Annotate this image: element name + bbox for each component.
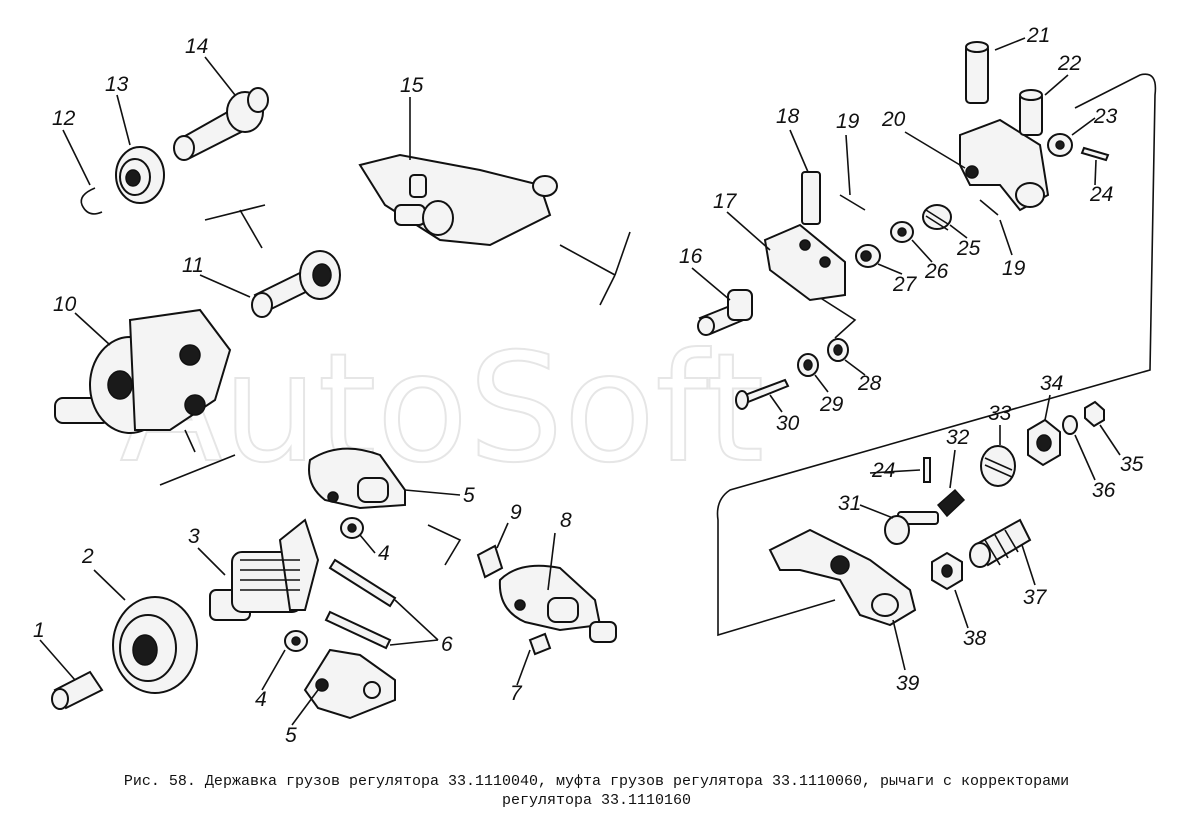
callout-label: 4 bbox=[255, 688, 267, 711]
callout-label: 5 bbox=[463, 484, 475, 507]
callout-label: 36 bbox=[1092, 479, 1116, 502]
callout-label: 19 bbox=[836, 110, 860, 133]
callout-label: 24 bbox=[1089, 183, 1113, 206]
callout-labels: 1 2 3 4 4 5 5 6 7 8 9 10 11 12 13 14 15 … bbox=[33, 24, 1144, 747]
callout-label: 19 bbox=[1002, 257, 1026, 280]
part-4-washer-a bbox=[340, 517, 364, 539]
callout-label: 2 bbox=[81, 545, 94, 568]
part-29-washer bbox=[797, 353, 819, 377]
part-25-spring bbox=[922, 204, 952, 231]
part-15-housing bbox=[358, 153, 558, 247]
part-21-pin bbox=[965, 41, 989, 104]
part-32-spring bbox=[936, 488, 966, 518]
callout-label: 5 bbox=[285, 724, 297, 747]
callout-label: 14 bbox=[185, 35, 208, 58]
callout-label: 23 bbox=[1093, 105, 1118, 128]
callout-label: 30 bbox=[776, 412, 800, 435]
part-26-cap bbox=[890, 221, 914, 243]
callout-label: 12 bbox=[52, 107, 76, 130]
callout-leaders bbox=[39, 37, 1121, 726]
part-19-cotter-pin-b bbox=[979, 199, 999, 216]
part-17-lever-bracket bbox=[763, 223, 846, 302]
callout-label: 4 bbox=[378, 542, 390, 565]
callout-label: 29 bbox=[819, 393, 844, 416]
part-24-screw-a bbox=[1080, 146, 1110, 162]
part-10-holder-assembly bbox=[54, 308, 232, 434]
callout-label: 16 bbox=[679, 245, 703, 268]
callout-label: 13 bbox=[105, 73, 129, 96]
part-2-bearing bbox=[112, 596, 198, 694]
callout-label: 9 bbox=[510, 501, 522, 524]
part-28-lock-washer bbox=[827, 338, 849, 362]
part-35-nut bbox=[1084, 400, 1105, 428]
part-34-nut bbox=[1027, 418, 1061, 467]
part-5-weight-lower bbox=[303, 648, 396, 720]
callout-label: 18 bbox=[776, 105, 800, 128]
callout-label: 6 bbox=[441, 633, 453, 656]
part-31-plunger bbox=[884, 511, 939, 545]
callout-label: 37 bbox=[1023, 586, 1048, 609]
callout-label: 11 bbox=[182, 254, 204, 277]
part-1-sleeve bbox=[51, 670, 104, 710]
part-22-sleeve bbox=[1019, 89, 1043, 136]
part-19-cotter-pin-a bbox=[839, 194, 866, 211]
part-30-screw bbox=[735, 378, 790, 410]
callout-label: 25 bbox=[956, 237, 981, 260]
part-36-washer bbox=[1062, 415, 1078, 435]
part-12-circlip bbox=[80, 187, 103, 215]
callout-label: 3 bbox=[188, 525, 200, 548]
part-6-pin-a bbox=[328, 558, 397, 608]
caption-line-1: Рис. 58. Державка грузов регулятора 33.1… bbox=[123, 773, 1070, 790]
callout-label: 22 bbox=[1057, 52, 1082, 75]
callout-label: 1 bbox=[33, 619, 45, 642]
callout-label: 21 bbox=[1026, 24, 1050, 47]
part-4-washer-b bbox=[284, 630, 308, 652]
part-23-nut bbox=[1047, 133, 1073, 157]
callout-label: 17 bbox=[713, 190, 738, 213]
part-18-pin bbox=[801, 171, 821, 225]
part-16-fitting bbox=[697, 289, 753, 336]
callout-label: 38 bbox=[963, 627, 987, 650]
callout-label: 7 bbox=[510, 682, 523, 705]
callout-label: 8 bbox=[560, 509, 572, 532]
callout-label: 39 bbox=[896, 672, 920, 695]
part-6-pin-b bbox=[324, 610, 392, 650]
part-7-bushing bbox=[528, 632, 552, 656]
part-13-bearing bbox=[115, 146, 165, 204]
caption-line-2: регулятора 33.1110160 bbox=[501, 792, 692, 809]
part-38-nut bbox=[931, 551, 963, 591]
part-9-bushing bbox=[476, 544, 504, 579]
callout-label: 35 bbox=[1120, 453, 1144, 476]
part-14-shaft bbox=[173, 87, 269, 161]
part-11-shaft bbox=[251, 250, 341, 318]
part-5-weight-upper bbox=[308, 447, 406, 510]
callout-label: 33 bbox=[988, 402, 1012, 425]
callout-label: 31 bbox=[838, 492, 861, 515]
callout-label: 28 bbox=[857, 372, 882, 395]
exploded-parts-diagram: AutoSoft bbox=[33, 24, 1157, 747]
callout-label: 15 bbox=[400, 74, 424, 97]
figure-caption: Рис. 58. Державка грузов регулятора 33.1… bbox=[0, 772, 1193, 810]
part-20-lever bbox=[959, 118, 1050, 212]
part-39-lever bbox=[768, 528, 917, 627]
part-8-weight bbox=[498, 564, 617, 643]
callout-label: 24 bbox=[871, 459, 895, 482]
callout-label: 20 bbox=[881, 108, 906, 131]
part-24-screw-b bbox=[923, 457, 931, 483]
callout-label: 34 bbox=[1040, 372, 1063, 395]
callout-label: 32 bbox=[946, 426, 970, 449]
assembly-lines bbox=[159, 73, 1157, 637]
part-3-gear-hub bbox=[209, 518, 320, 621]
part-27-cap bbox=[855, 244, 881, 268]
callout-label: 27 bbox=[892, 273, 918, 296]
part-37-corrector bbox=[969, 518, 1032, 568]
part-33-bushing bbox=[980, 445, 1016, 487]
callout-label: 10 bbox=[53, 293, 77, 316]
callout-label: 26 bbox=[924, 260, 949, 283]
